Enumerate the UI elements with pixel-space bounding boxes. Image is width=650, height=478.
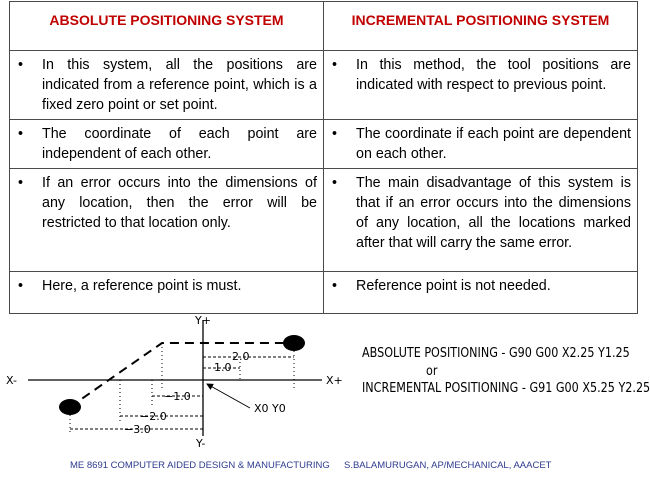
comparison-table: ABSOLUTE POSITIONING SYSTEM INCREMENTAL … [9,1,638,314]
absolute-cell: • The coordinate of each point are indepe… [9,119,324,169]
footer-author: S.BALAMURUGAN, AP/MECHANICAL, AAACET [344,460,552,471]
y-minus-label: Y- [195,437,205,450]
x-plus-label: X+ [326,374,343,387]
bullet: • [18,175,24,191]
absolute-point-1: In this system, all the positions are in… [42,57,317,113]
origin-label: X0 Y0 [254,402,286,415]
incremental-point-1: In this method, the tool positions are i… [356,57,631,93]
bullet: • [332,175,338,191]
or-label: or [426,364,438,379]
absolute-point-3: If an error occurs into the dimensions o… [42,175,317,231]
bullet: • [18,126,24,142]
table-header-row: ABSOLUTE POSITIONING SYSTEM INCREMENTAL … [9,1,638,51]
y-plus-label: Y+ [194,314,211,327]
incremental-point-3: The main disadvantage of this system is … [356,175,631,251]
absolute-point-2: The coordinate of each point are indepen… [42,126,317,162]
bullet: • [332,126,338,142]
absolute-cell: • In this system, all the positions are i… [9,50,324,120]
absolute-point-4: Here, a reference point is must. [42,278,242,294]
incremental-command: INCREMENTAL POSITIONING - G91 G00 X5.25 … [362,381,650,396]
footer-course: ME 8691 COMPUTER AIDED DESIGN & MANUFACT… [70,460,330,471]
dim-label-neg-3-0: −3.0 [124,423,151,436]
dim-label-neg-2-0: −2.0 [140,410,167,423]
origin-leader [206,383,251,409]
incremental-cell: • The coordinate if each point are depend… [323,119,638,169]
positioning-diagram: Y+ Y- X- X+ 2.0 1.0 −1.0 −2.0 −3.0 X0 Y0 [6,314,343,450]
dim-label-neg-1-0: −1.0 [164,390,191,403]
bullet: • [18,57,24,73]
table-row: • Here, a reference point is must. • Refer… [9,271,638,314]
absolute-cell: • Here, a reference point is must. [9,271,324,314]
table-row: • If an error occurs into the dimensions … [9,168,638,272]
table-row: • In this system, all the positions are i… [9,50,638,120]
absolute-cell: • If an error occurs into the dimensions … [9,168,324,272]
start-point-marker [59,399,81,415]
incremental-point-4: Reference point is not needed. [356,278,551,294]
header-absolute: ABSOLUTE POSITIONING SYSTEM [9,1,324,51]
header-incremental: INCREMENTAL POSITIONING SYSTEM [323,1,638,51]
end-point-marker [283,335,305,351]
x-minus-label: X- [6,374,17,387]
bullet: • [332,57,338,73]
absolute-command: ABSOLUTE POSITIONING - G90 G00 X2.25 Y1.… [362,346,630,361]
incremental-cell: • Reference point is not needed. [323,271,638,314]
dim-label-1-0: 1.0 [214,361,232,374]
bullet: • [332,278,338,294]
incremental-cell: • In this method, the tool positions are … [323,50,638,120]
table-row: • The coordinate of each point are indepe… [9,119,638,169]
incremental-cell: • The main disadvantage of this system is… [323,168,638,272]
dim-label-2-0: 2.0 [232,350,250,363]
incremental-point-2: The coordinate if each point are depende… [356,126,631,162]
bullet: • [18,278,24,294]
